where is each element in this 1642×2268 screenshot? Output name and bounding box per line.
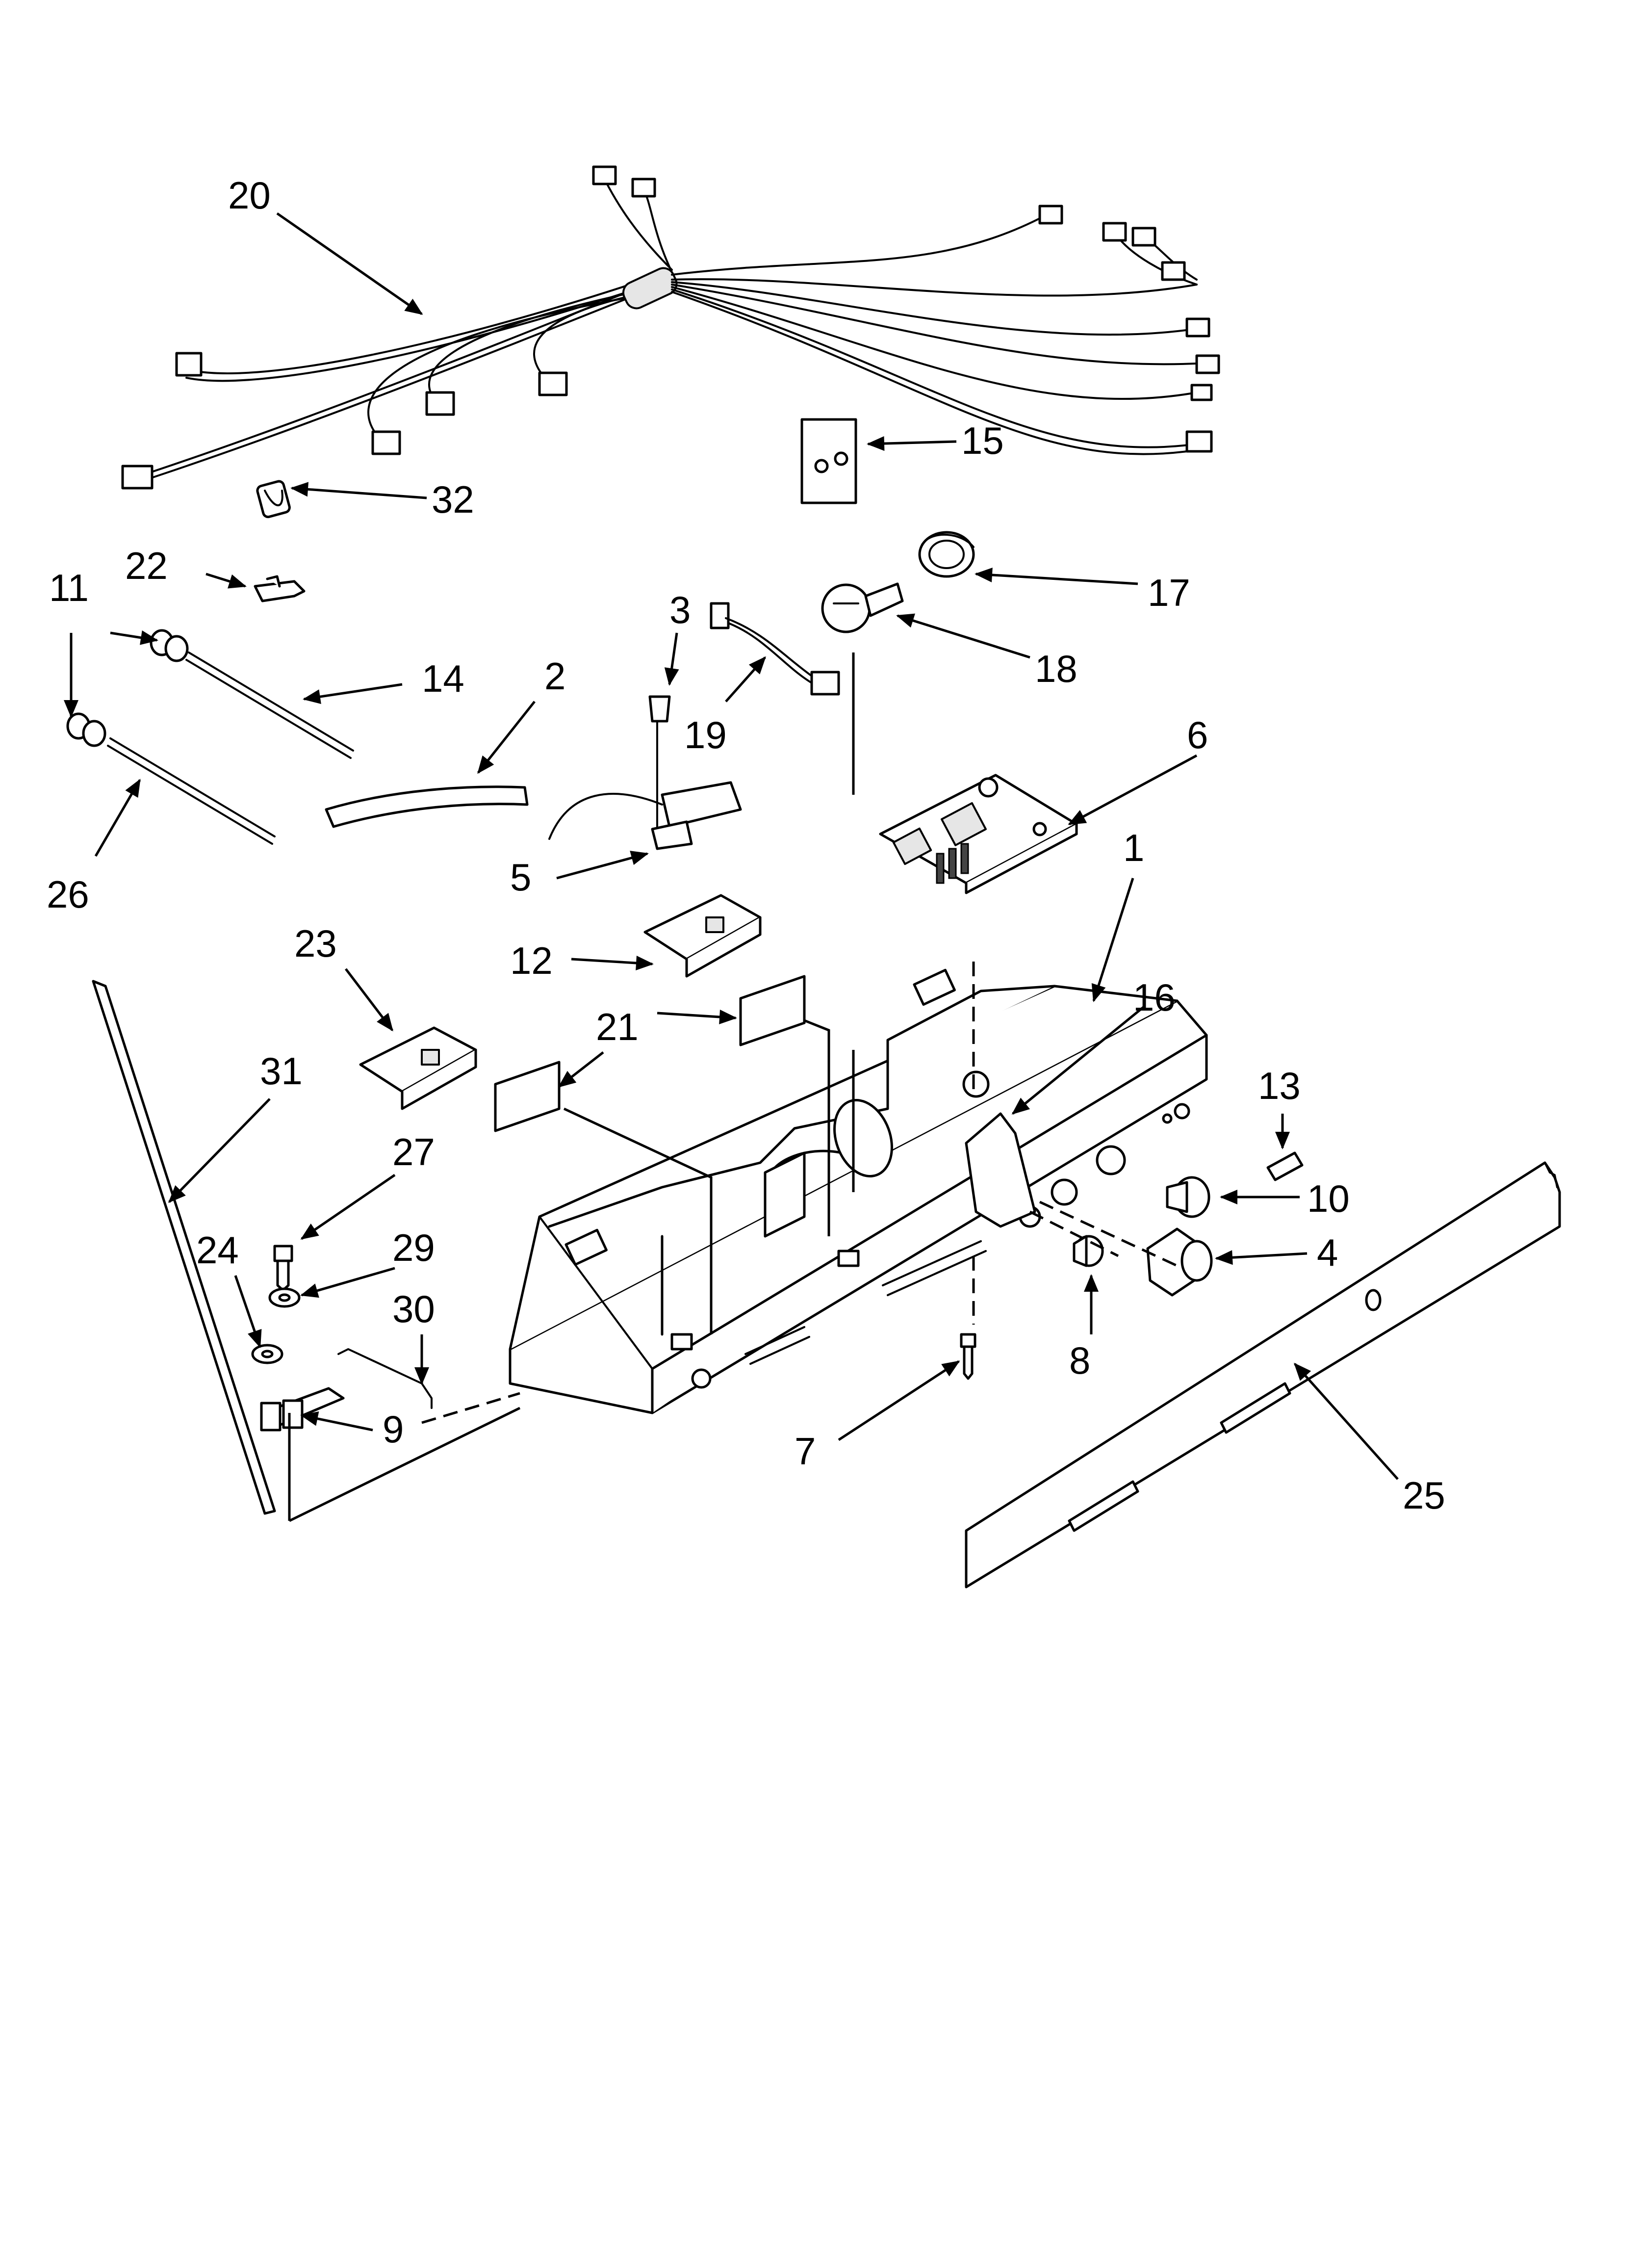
callout-19: 19 (684, 713, 727, 756)
callout-22: 22 (125, 544, 168, 587)
small-clip (254, 575, 306, 602)
callout-12: 12 (510, 939, 553, 982)
light-socket (918, 531, 975, 578)
callout-9: 9 (383, 1408, 404, 1451)
callout-11: 11 (49, 566, 89, 609)
callout-8: 8 (1069, 1339, 1090, 1382)
callout-31: 31 (260, 1049, 303, 1093)
label-21 (494, 975, 806, 1132)
hose (325, 785, 529, 828)
wire-harness (121, 165, 1220, 490)
callout-24: 24 (196, 1228, 239, 1272)
callout-27: 27 (392, 1130, 435, 1173)
callout-numbers: 20 15 32 22 11 17 3 18 14 2 19 6 1 5 26 … (47, 174, 1445, 1517)
switch-5 (548, 695, 742, 850)
screw-13 (1266, 1151, 1304, 1181)
bracket-12 (643, 894, 762, 978)
washer-24 (251, 1344, 283, 1364)
callout-26: 26 (47, 873, 89, 916)
foam-block (800, 418, 857, 504)
button (1073, 1235, 1104, 1267)
washer-29 (268, 1287, 301, 1308)
callout-3: 3 (669, 588, 691, 631)
wire-jumper (710, 602, 840, 696)
callout-18: 18 (1035, 647, 1078, 690)
callout-leaders (64, 212, 1399, 1480)
callout-17: 17 (1148, 571, 1190, 614)
callout-10: 10 (1307, 1177, 1350, 1220)
screw-27 (273, 1245, 293, 1292)
callout-20: 20 (228, 174, 271, 217)
callout-4: 4 (1317, 1231, 1338, 1274)
callout-13: 13 (1258, 1064, 1301, 1107)
callout-15: 15 (961, 419, 1004, 462)
rod-31 (92, 980, 276, 1515)
callout-16: 16 (1133, 976, 1176, 1019)
callout-5: 5 (510, 856, 531, 899)
callout-6: 6 (1187, 713, 1208, 756)
callout-14: 14 (422, 657, 464, 700)
bracket-23 (359, 1026, 477, 1110)
hinge-bracket-9 (260, 1387, 345, 1432)
trim-panel (965, 1161, 1561, 1589)
wire-clip (256, 480, 291, 519)
assembly-lines (288, 652, 1178, 1522)
knob (1166, 1176, 1210, 1218)
callout-29: 29 (392, 1226, 435, 1269)
callout-1: 1 (1123, 826, 1144, 869)
callout-23: 23 (294, 922, 337, 965)
callout-2: 2 (544, 654, 565, 698)
wire-30 (337, 1348, 433, 1409)
tube-26 (66, 712, 276, 845)
light-bulb (821, 582, 904, 633)
callout-21: 21 (596, 1005, 639, 1048)
control-housing (509, 968, 1208, 1414)
callout-7: 7 (795, 1430, 816, 1473)
callout-30: 30 (392, 1287, 435, 1330)
callout-25: 25 (1403, 1474, 1445, 1517)
screw-7 (960, 1333, 976, 1380)
tube-14 (150, 629, 354, 759)
switch-4 (1146, 1227, 1213, 1297)
foam-bracket (962, 1070, 1036, 1228)
control-board (879, 774, 1078, 894)
callout-32: 32 (432, 478, 474, 521)
